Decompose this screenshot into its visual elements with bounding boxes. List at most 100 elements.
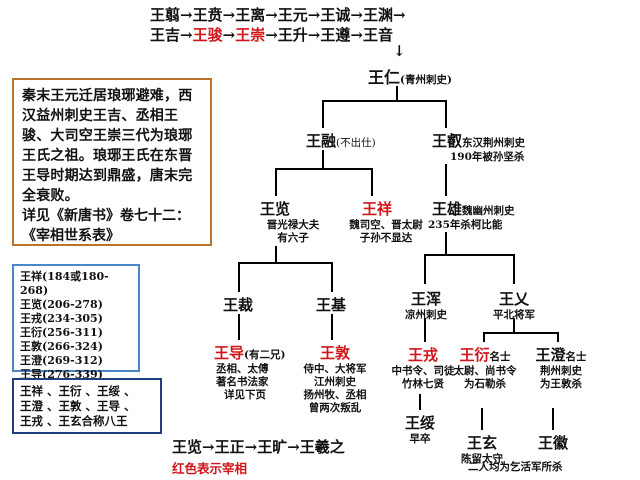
node-wangji: 王基 [316, 296, 347, 314]
node-name: 王澄 [535, 346, 566, 364]
pair-note: 二人均为乞活军所杀 [468, 461, 563, 473]
chain-name: 王音 [362, 26, 393, 44]
node-name: 王戎 [407, 346, 438, 364]
node-name: 王雄 [432, 200, 463, 218]
chain-name: 王翦 [150, 6, 181, 24]
arrow-icon: → [307, 6, 321, 24]
chain-name: 王贲 [192, 6, 223, 24]
node-sub: 190年被孙坚杀 [450, 151, 525, 163]
node-wangxiang: 王祥 魏司空、晋太尉 子孙不显达 [340, 198, 432, 245]
dates-box: 王祥(184或180-268) 王览(206-278) 王戎(234-305) … [12, 264, 140, 381]
arrow-icon: → [307, 26, 321, 44]
arrow-icon: → [244, 438, 258, 456]
dates-line: 王祥(184或180-268) [20, 270, 109, 297]
node-wanghun: 王浑 凉州刺史 [396, 288, 456, 322]
node-note: 名士 [565, 351, 587, 363]
node-name: 王览 [260, 200, 291, 218]
node-wangcai: 王裁 [223, 296, 254, 314]
node-sub: 中书令、司徒 [391, 365, 455, 377]
eight-line: 王戎 、王玄合称八王 [20, 414, 128, 428]
chain-name: 王遵 [320, 26, 351, 44]
arrow-icon: → [222, 26, 236, 44]
node-wangxiong: 王雄魏幽州刺史 235年杀柯比能 [428, 198, 515, 232]
node-sub: 陈留太守 [461, 453, 503, 465]
node-wangdao: 王导(有二兄) 丞相、太傅 著名书法家 详见下页 [214, 342, 294, 402]
node-note: 名士 [489, 351, 511, 363]
chain-name: 王渊 [362, 6, 393, 24]
node-sub: 丞相、太傅 [216, 363, 269, 375]
chain-line-1: 王翦→王贲→王离→王元→王诚→王渊→ [150, 4, 406, 25]
intro-box: 秦末王元迁居琅琊避难，西汉益州刺史王吉、丞相王骏、大司空王崇三代为琅琊王氏之祖。… [12, 78, 212, 246]
node-sub: 子孙不显达 [359, 232, 413, 244]
arrow-icon: → [265, 6, 278, 24]
chain-name: 王吉 [150, 26, 181, 44]
node-sub: 平北将军 [493, 309, 535, 321]
node-sub: 扬州牧、丞相 [303, 389, 367, 401]
intro-text: 秦末王元迁居琅琊避难，西汉益州刺史王吉、丞相王骏、大司空王崇三代为琅琊王氏之祖。… [22, 88, 193, 204]
dates-line: 王览(206-278) [20, 298, 103, 311]
down-arrow-icon: ↓ [393, 42, 406, 60]
node-sub: 江州刺史 [314, 376, 356, 388]
node-note: (有二兄) [244, 349, 286, 361]
node-wangrong-b: 王戎 中书令、司徒 竹林七贤 [382, 344, 464, 391]
arrow-icon: → [202, 438, 215, 456]
chain-name: 王升 [277, 26, 308, 44]
chain-name: 王正 [214, 438, 245, 456]
dates-line: 王澄(269-312) [20, 354, 103, 367]
arrow-icon: → [180, 26, 193, 44]
node-sub: 魏司空、晋太尉 [349, 219, 423, 231]
dates-line: 王衍(256-311) [20, 326, 103, 339]
dates-line: 王戎(234-305) [20, 312, 103, 325]
node-sub: 竹林七贤 [402, 378, 444, 390]
chain-name-chancellor: 王骏 [192, 26, 223, 44]
node-name: 王敦 [319, 344, 350, 362]
node-name: 王融 [306, 132, 337, 150]
chain-name: 王元 [277, 6, 308, 24]
node-sub: 荆州刺史 [540, 365, 582, 377]
legend-text: 红色表示宰相 [172, 461, 248, 476]
intro-reference: 详见《新唐书》卷七十二：《宰相世系表》 [22, 208, 190, 244]
arrow-icon: → [350, 6, 363, 24]
chain-name-chancellor: 王崇 [235, 26, 266, 44]
node-sub: 为石勒杀 [464, 378, 506, 390]
node-wangrong-a: 王融(不出仕) [306, 130, 376, 151]
node-name: 王仁 [368, 68, 401, 87]
node-name: 王导 [214, 344, 245, 362]
node-wangren: 王仁(青州刺史) [368, 64, 452, 88]
chain-name: 王羲之 [299, 438, 345, 456]
node-wangyi: 王乂 平北将军 [482, 288, 546, 322]
node-sub: 曾两次叛乱 [308, 402, 362, 414]
node-sub: 太尉、尚书令 [453, 365, 517, 377]
node-sub: 侍中、大将军 [303, 363, 367, 375]
chain-name: 王诚 [320, 6, 351, 24]
eight-kings-box: 王祥 、王衍 、王绥 、 王澄 、王敦 、王导 、 王戎 、王玄合称八王 [12, 378, 162, 434]
bottom-chain: 王览→王正→王旷→王羲之 [172, 436, 345, 457]
node-sub: 晋光禄大夫 [266, 219, 320, 231]
node-sub: 235年杀柯比能 [428, 219, 503, 231]
node-sub: 详见下页 [224, 389, 266, 401]
arrow-icon: → [180, 6, 193, 24]
node-sub: 凉州刺史 [405, 309, 447, 321]
node-wanghui: 王徽 [538, 434, 569, 452]
node-name: 王祥 [362, 200, 393, 218]
node-wangxuan: 王玄 陈留太守 [450, 432, 514, 466]
node-name: 王叡 [432, 132, 463, 150]
node-wangdun: 王敦 侍中、大将军 江州刺史 扬州牧、丞相 曾两次叛乱 [294, 342, 376, 415]
node-name: 王浑 [410, 290, 441, 308]
dates-line: 王敦(266-324) [20, 340, 103, 353]
node-note: (青州刺史) [400, 74, 452, 86]
node-sub: 为王敦杀 [540, 378, 582, 390]
node-name: 王衍 [459, 346, 490, 364]
arrow-icon: → [265, 26, 278, 44]
arrow-icon: → [222, 6, 236, 24]
node-note: 东汉荆州刺史 [462, 137, 526, 149]
node-name: 王玄 [466, 434, 497, 452]
dates-line: 王导(276-339) [20, 368, 103, 381]
node-wangcheng: 王澄名士 荆州刺史 为王敦杀 [526, 344, 596, 391]
arrow-icon: → [350, 26, 363, 44]
node-note: (不出仕) [336, 137, 376, 149]
arrow-icon: → [392, 6, 406, 24]
node-sub: 早卒 [409, 433, 431, 445]
node-note: 魏幽州刺史 [462, 205, 515, 217]
node-wangrui: 王叡东汉荆州刺史 190年被孙坚杀 [432, 130, 525, 164]
